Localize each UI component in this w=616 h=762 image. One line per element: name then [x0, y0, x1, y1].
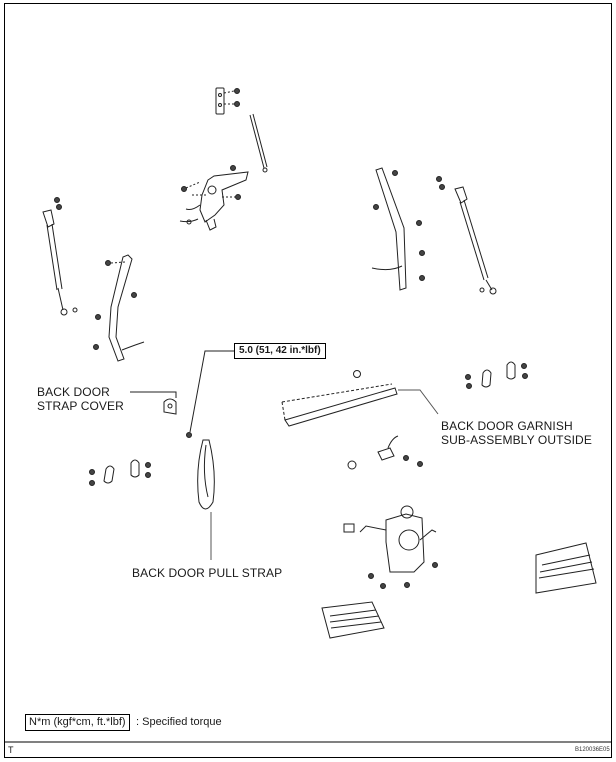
garnish-outside: [281, 370, 439, 427]
label-pull-strap: BACK DOOR PULL STRAP: [132, 566, 283, 580]
right-door-hinge-arm: [371, 167, 425, 291]
label-garnish-line1: BACK DOOR GARNISH: [441, 419, 573, 433]
legend-unit-box: N*m (kgf*cm, ft.*lbf): [25, 714, 130, 731]
strap-cover: [130, 391, 177, 415]
door-closer-motor: [179, 165, 249, 231]
hinge-bracket: [215, 87, 240, 115]
right-damper-stay: [436, 176, 497, 295]
right-rear-lamp: [535, 542, 597, 594]
pull-strap: [186, 432, 215, 560]
label-strap-cover-line2: STRAP COVER: [37, 399, 124, 413]
label-strap-cover-line1: BACK DOOR: [37, 385, 110, 399]
striker-right: [465, 361, 528, 389]
door-stay-rod: [249, 113, 268, 173]
left-door-hinge-arm: [93, 254, 145, 362]
corner-mark: T: [8, 745, 14, 755]
striker-left: [89, 459, 151, 486]
figure-id: B120036E05: [575, 747, 610, 753]
switch-connector: [347, 435, 423, 470]
door-lock-assembly: [343, 505, 438, 589]
diagram-frame: [4, 3, 612, 758]
torque-callout: 5.0 (51, 42 in.*lbf): [234, 343, 326, 359]
left-damper-stay: [42, 197, 78, 316]
left-rear-lamp: [321, 601, 385, 639]
label-garnish-line2: SUB-ASSEMBLY OUTSIDE: [441, 433, 592, 447]
legend-description: : Specified torque: [136, 716, 222, 728]
